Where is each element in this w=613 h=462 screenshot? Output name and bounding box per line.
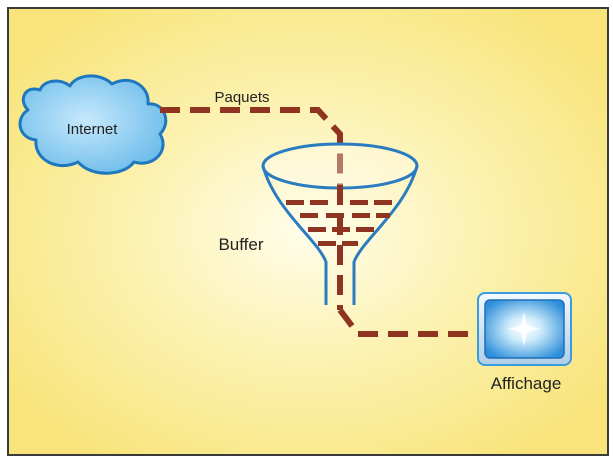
- funnel-right-side: [352, 165, 419, 305]
- display-label: Affichage: [491, 374, 562, 393]
- funnel-rim: [261, 142, 419, 190]
- cloud-icon: [18, 74, 168, 175]
- screen-glare: [508, 312, 540, 346]
- buffered-packets: [286, 200, 392, 246]
- display-screen: [477, 292, 572, 366]
- internet-label: Internet: [67, 121, 119, 138]
- packet-flow-in: [160, 107, 343, 185]
- buffer-label: Buffer: [218, 235, 263, 254]
- packet-flow-out: [337, 308, 478, 337]
- packets-label: Paquets: [214, 89, 269, 106]
- buffer-funnel: [261, 142, 419, 310]
- internet-cloud: Internet: [18, 74, 168, 175]
- funnel-icon: [261, 165, 328, 305]
